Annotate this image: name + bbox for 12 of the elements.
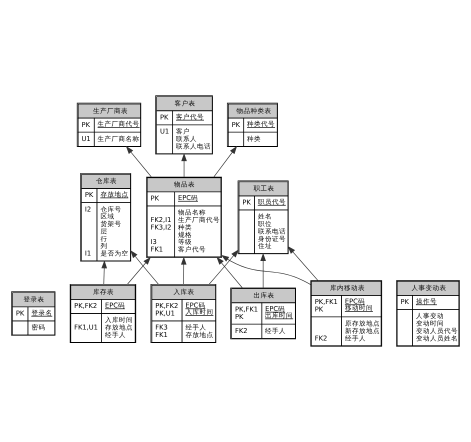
arrow [220,254,311,285]
arrow [130,250,159,284]
arrow [101,260,108,284]
arrow [127,256,151,284]
arrow [214,146,238,178]
arrow [216,256,243,288]
arrow [180,256,187,284]
arrow [181,153,187,178]
arrow [126,146,152,178]
arrow [260,252,266,288]
arrow [208,249,239,284]
arrow [288,246,318,281]
